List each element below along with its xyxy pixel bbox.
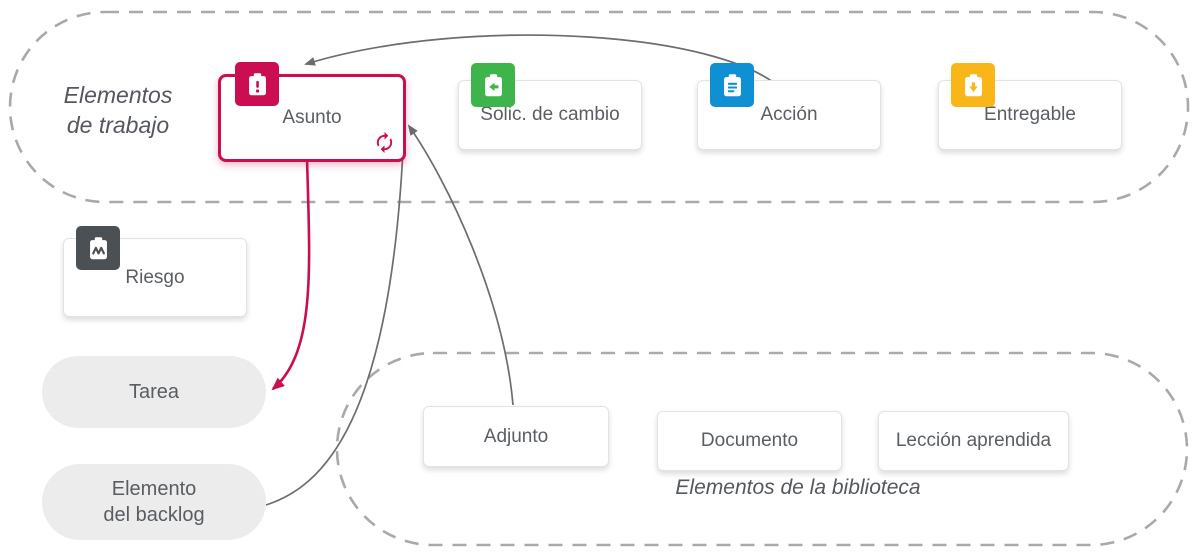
arrow-backlog-to-asunto (265, 128, 405, 506)
card-entregable: Entregable (938, 63, 1122, 150)
library-group-label: Elementos de la biblioteca (675, 476, 921, 499)
work-group-label: Elementos de trabajo (63, 82, 173, 139)
clipboard-list-icon (710, 63, 754, 107)
card-accion: Acción (697, 63, 881, 150)
card-documento-label: Documento (700, 430, 799, 451)
clipboard-arrow-down-icon (951, 63, 995, 107)
pill-elemento-del-backlog: Elemento del backlog (42, 464, 266, 540)
card-leccion-label: Lección aprendida (895, 430, 1052, 451)
card-leccion-aprendida: Lección aprendida (878, 411, 1069, 471)
card-documento: Documento (657, 411, 842, 471)
card-accion-label: Acción (760, 104, 818, 125)
clipboard-alert-icon (235, 62, 279, 106)
arrow-asunto-to-tarea (271, 157, 311, 391)
card-riesgo-label: Riesgo (125, 266, 185, 288)
clipboard-zigzag-icon (76, 226, 120, 270)
pill-backlog-label: Elemento del backlog (103, 478, 205, 526)
pill-tarea-label: Tarea (128, 381, 180, 403)
card-asunto: Asunto (218, 62, 406, 162)
card-solic-label: Solic. de cambio (480, 104, 620, 125)
card-adjunto: Adjunto (423, 406, 609, 467)
card-adjunto-label: Adjunto (483, 425, 549, 447)
pill-tarea: Tarea (42, 356, 266, 428)
clipboard-arrow-left-icon (471, 63, 515, 107)
card-riesgo: Riesgo (63, 226, 247, 317)
arrow-adjunto-to-asunto (407, 124, 514, 406)
sync-icon (376, 131, 393, 154)
card-asunto-label: Asunto (282, 107, 342, 128)
card-entregable-label: Entregable (984, 104, 1076, 125)
card-solic-de-cambio: Solic. de cambio (458, 63, 642, 150)
